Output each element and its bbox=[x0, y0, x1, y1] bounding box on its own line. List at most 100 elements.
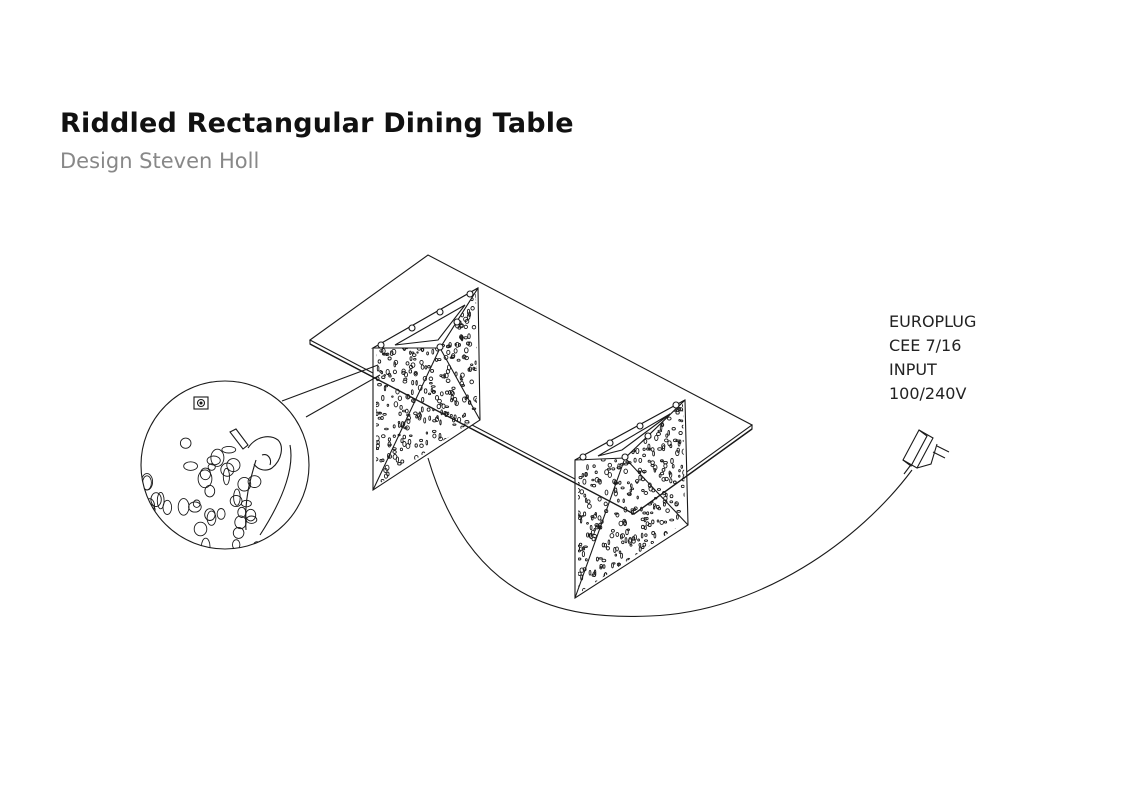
perforation-hole bbox=[656, 519, 660, 523]
plug-spec-label: EUROPLUG CEE 7/16 INPUT 100/240V bbox=[889, 310, 976, 406]
power-socket-icon bbox=[193, 396, 209, 410]
perforation-hole bbox=[431, 463, 435, 467]
perforation-hole bbox=[590, 515, 595, 519]
perforation-hole bbox=[156, 491, 165, 510]
perforation-hole bbox=[405, 443, 411, 449]
perforation-hole bbox=[633, 568, 638, 572]
perforation-hole bbox=[439, 374, 443, 377]
perforation-hole bbox=[668, 472, 673, 478]
perforation-hole bbox=[609, 533, 615, 539]
perforation-hole bbox=[442, 453, 448, 460]
spec-line: 100/240V bbox=[889, 384, 967, 403]
perforation-hole bbox=[637, 567, 641, 571]
perforation-hole bbox=[392, 434, 396, 438]
perforation-hole bbox=[446, 349, 451, 355]
perforation-hole bbox=[607, 467, 611, 471]
perforation-hole bbox=[395, 482, 401, 486]
perforation-hole bbox=[392, 450, 397, 454]
perforation-hole bbox=[678, 585, 682, 590]
perforation-hole bbox=[633, 586, 639, 591]
perforation-hole bbox=[626, 481, 630, 485]
perforation-hole bbox=[409, 468, 413, 471]
perforation-hole bbox=[586, 532, 590, 538]
perforation-hole bbox=[603, 588, 607, 594]
perforation-hole bbox=[423, 388, 428, 394]
perforation-hole bbox=[451, 460, 455, 465]
perforation-hole bbox=[676, 585, 680, 591]
perforation-hole bbox=[480, 460, 481, 464]
perforation-hole bbox=[616, 576, 622, 581]
perforation-hole bbox=[463, 324, 468, 330]
perforation-hole bbox=[674, 532, 678, 537]
perforation-hole bbox=[661, 443, 666, 449]
perforation-hole bbox=[415, 482, 421, 486]
perforation-hole bbox=[419, 359, 424, 365]
perforation-hole bbox=[607, 462, 612, 468]
perforation-hole bbox=[391, 377, 395, 382]
perforation-hole bbox=[618, 550, 622, 554]
perforation-hole bbox=[479, 459, 481, 464]
perforation-hole bbox=[667, 416, 672, 421]
perforation-hole bbox=[387, 453, 391, 459]
perforation-hole bbox=[141, 541, 151, 549]
perforation-hole bbox=[590, 529, 595, 535]
perforation-hole bbox=[433, 451, 438, 458]
perforation-hole bbox=[424, 365, 428, 370]
perforation-hole bbox=[597, 515, 602, 521]
perforation-hole bbox=[378, 411, 382, 415]
perforation-hole bbox=[437, 398, 442, 404]
perforation-hole bbox=[430, 368, 435, 373]
perforation-hole bbox=[397, 422, 401, 428]
perforation-hole bbox=[470, 449, 475, 455]
perforation-hole bbox=[424, 464, 429, 468]
perforation-hole bbox=[661, 562, 666, 569]
perforation-hole bbox=[141, 517, 146, 530]
perforation-hole bbox=[400, 438, 404, 444]
perforation-hole bbox=[584, 471, 588, 477]
perforation-hole bbox=[647, 523, 652, 527]
perforation-hole bbox=[457, 342, 461, 347]
perforation-hole bbox=[638, 474, 642, 481]
perforation-hole bbox=[611, 467, 616, 471]
perforation-hole bbox=[233, 488, 241, 506]
perforation-hole bbox=[680, 572, 685, 578]
perforation-hole bbox=[470, 306, 475, 311]
perforation-hole bbox=[468, 366, 472, 372]
perforation-hole bbox=[433, 485, 438, 486]
perforation-hole bbox=[392, 369, 397, 375]
perforation-hole bbox=[599, 566, 603, 570]
perforation-hole bbox=[393, 401, 399, 408]
perforation-hole bbox=[459, 484, 463, 486]
perforation-hole bbox=[447, 474, 450, 481]
perforation-hole bbox=[664, 595, 666, 598]
perforation-hole bbox=[468, 468, 472, 473]
perforation-hole bbox=[669, 478, 673, 484]
perforation-hole bbox=[467, 333, 471, 340]
perforation-hole bbox=[614, 582, 619, 589]
perforation-hole bbox=[595, 556, 599, 562]
perforation-hole bbox=[410, 362, 416, 368]
perforation-hole bbox=[652, 464, 658, 471]
perforation-hole bbox=[449, 472, 455, 476]
perforation-hole bbox=[453, 414, 457, 420]
perforation-hole bbox=[599, 584, 604, 589]
perforation-hole bbox=[376, 401, 380, 408]
perforation-hole bbox=[610, 528, 615, 533]
perforation-hole bbox=[661, 467, 666, 472]
perforation-hole bbox=[441, 403, 446, 409]
perforation-hole bbox=[449, 466, 455, 473]
perforation-hole bbox=[608, 588, 613, 594]
perforation-hole bbox=[591, 516, 594, 521]
perforation-hole bbox=[647, 459, 651, 463]
perforation-hole bbox=[658, 591, 664, 594]
perforation-hole bbox=[635, 447, 640, 455]
perforation-hole bbox=[426, 351, 429, 356]
perforation-hole bbox=[629, 488, 632, 493]
perforation-hole bbox=[626, 528, 630, 531]
perforation-hole bbox=[607, 472, 612, 478]
perforation-hole bbox=[678, 469, 681, 473]
perforation-hole bbox=[411, 353, 417, 357]
perforation-hole bbox=[434, 487, 436, 492]
perforation-hole bbox=[657, 506, 662, 511]
perforation-hole bbox=[474, 453, 477, 457]
